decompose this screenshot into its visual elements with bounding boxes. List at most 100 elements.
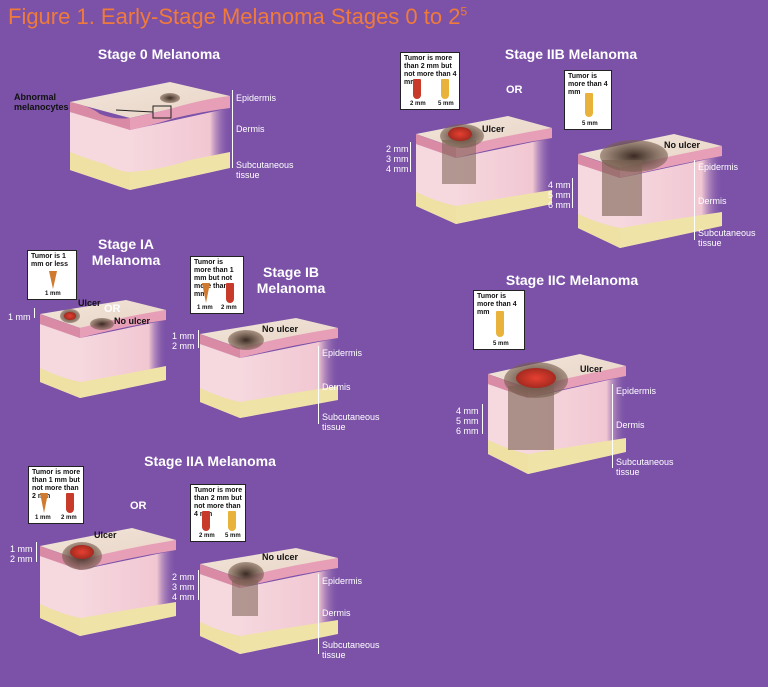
stage2b-ulcer-label: Ulcer xyxy=(482,124,505,134)
stage2c-dermis-label: Dermis xyxy=(616,420,645,430)
stage2c-depth3-label: 6 mm xyxy=(456,426,479,436)
stage2b-depth-b1-label: 4 mm xyxy=(548,180,571,190)
stage2b-inset1-m2: 5 mm xyxy=(438,101,454,107)
stage1b-inset: Tumor is more than 1 mm but not more tha… xyxy=(190,256,244,314)
stage2c-inset-text: Tumor is more than 4 mm xyxy=(477,293,517,316)
stage0-bracket xyxy=(232,90,233,168)
stage1b-inset-tumor-icon-2 xyxy=(226,283,234,303)
stage2b-or-label: OR xyxy=(506,84,523,96)
stage2a-layer-bracket xyxy=(318,574,319,654)
figure-title-superscript: 5 xyxy=(460,4,468,19)
stage2c-title: Stage IIC Melanoma xyxy=(505,272,639,288)
stage2a-subcutaneous-label: Subcutaneous tissue xyxy=(322,640,380,660)
stage1b-depth-bracket xyxy=(198,330,199,348)
stage1b-inset-text: Tumor is more than 1 mm but not more tha… xyxy=(194,259,234,298)
stage2a-inset2-tumor-icon-2 xyxy=(228,511,236,531)
stage2a-depth-b2-label: 3 mm xyxy=(172,582,195,592)
stage2b-inset1-text: Tumor is more than 2 mm but not more tha… xyxy=(404,55,457,86)
stage2a-inset2-m1: 2 mm xyxy=(199,533,215,539)
stage2c-depth2-label: 5 mm xyxy=(456,416,479,426)
stage2a-inset2-m2: 5 mm xyxy=(225,533,241,539)
stage2b-inset1-tumor-icon-2 xyxy=(441,79,449,99)
stage2c-ulcer-label: Ulcer xyxy=(580,364,603,374)
stage2a-depth-bracket-2 xyxy=(198,570,199,600)
stage1a-bracket xyxy=(34,308,35,318)
stage1a-inset-tumor-icon xyxy=(49,271,57,289)
stage1a-inset-m1: 1 mm xyxy=(45,291,61,297)
stage2b-inset1-m1: 2 mm xyxy=(410,101,426,107)
stage2b-inset1-tumor-icon-1 xyxy=(413,79,421,99)
stage0-epidermis-label: Epidermis xyxy=(236,93,277,103)
stage2c-subcutaneous-label: Subcutaneous tissue xyxy=(616,457,674,477)
stage1a-ulcer-label: Ulcer xyxy=(78,298,101,308)
stage1b-subcutaneous-label: Subcutaneous tissue xyxy=(322,412,380,432)
stage2a-depth1-label: 1 mm xyxy=(10,544,33,554)
stage2a-skin-block-1 xyxy=(40,528,176,636)
stage2b-layer-bracket xyxy=(694,160,695,240)
stage2a-skin-block-2 xyxy=(200,548,338,654)
stage2a-depth-bracket-1 xyxy=(36,542,37,562)
stage2b-depth1-label: 2 mm xyxy=(386,144,409,154)
stage2c-inset-tumor-icon xyxy=(496,311,504,337)
stage0-dermis-label: Dermis xyxy=(236,124,265,134)
stage0-skin-block xyxy=(70,82,230,190)
stage2a-inset1-tumor-icon-2 xyxy=(66,493,74,513)
stage1b-title: Stage IB Melanoma xyxy=(256,264,326,296)
stage2c-inset-m1: 5 mm xyxy=(493,341,509,347)
stage1a-no-ulcer-label: No ulcer xyxy=(114,316,151,326)
stage2b-dermis-label: Dermis xyxy=(698,196,727,206)
stage1b-depth1-label: 1 mm xyxy=(172,331,195,341)
stage2b-skin-block-2 xyxy=(578,134,722,248)
stage2b-inset2-m1: 5 mm xyxy=(582,121,598,127)
stage2b-inset1: Tumor is more than 2 mm but not more tha… xyxy=(400,52,460,110)
stage2c-epidermis-label: Epidermis xyxy=(616,386,657,396)
stage2a-title: Stage IIA Melanoma xyxy=(144,453,276,469)
stage2b-no-ulcer-label: No ulcer xyxy=(664,140,701,150)
stage2c-layer-bracket xyxy=(612,384,613,468)
stage2a-depth2-label: 2 mm xyxy=(10,554,33,564)
stage2b-epidermis-label: Epidermis xyxy=(698,162,739,172)
stage2a-epidermis-label: Epidermis xyxy=(322,576,363,586)
stage1b-skin-block xyxy=(200,318,338,418)
stage1b-layer-bracket xyxy=(318,346,319,424)
stage2a-inset2-tumor-icon-1 xyxy=(202,511,210,531)
stage1a-depth-label: 1 mm xyxy=(8,312,31,322)
stage2c-inset: Tumor is more than 4 mm 5 mm xyxy=(473,290,525,350)
stage2c-skin-block xyxy=(488,354,626,474)
stage1b-inset-m2: 2 mm xyxy=(221,305,237,311)
stage2a-inset1-m2: 2 mm xyxy=(61,515,77,521)
stage0-subcutaneous-label: Subcutaneous tissue xyxy=(236,160,294,180)
stage0-title: Stage 0 Melanoma xyxy=(97,46,221,62)
stage2b-title: Stage IIB Melanoma xyxy=(504,46,638,62)
stage2a-no-ulcer-label: No ulcer xyxy=(262,552,299,562)
stage2a-inset1: Tumor is more than 1 mm but not more tha… xyxy=(28,466,84,524)
stage1b-inset-m1: 1 mm xyxy=(197,305,213,311)
stage2a-depth-b3-label: 4 mm xyxy=(172,592,195,602)
stage2b-depth3-label: 4 mm xyxy=(386,164,409,174)
stage1a-inset-text: Tumor is 1 mm or less xyxy=(31,253,68,268)
stage2a-inset1-tumor-icon-1 xyxy=(40,493,48,513)
stage2b-depth-b2-label: 5 mm xyxy=(548,190,571,200)
stage2a-dermis-label: Dermis xyxy=(322,608,351,618)
stage1b-no-ulcer-label: No ulcer xyxy=(262,324,299,334)
stage2a-inset1-m1: 1 mm xyxy=(35,515,51,521)
stage2a-ulcer-label: Ulcer xyxy=(94,530,117,540)
stage0-abnormal-label: Abnormal melanocytes xyxy=(14,92,69,112)
stage2b-subcutaneous-label: Subcutaneous tissue xyxy=(698,228,756,248)
stage1b-inset-tumor-icon-1 xyxy=(202,283,210,303)
stage2b-depth-bracket-1 xyxy=(410,142,411,172)
stage2a-inset2: Tumor is more than 2 mm but not more tha… xyxy=(190,484,246,542)
stage2b-skin-block-1 xyxy=(416,116,552,224)
figure-title: Figure 1. Early-Stage Melanoma Stages 0 … xyxy=(8,4,468,29)
stage1a-skin-block xyxy=(40,300,166,398)
stage1a-or-label: OR xyxy=(104,303,121,315)
stage2b-inset2-text: Tumor is more than 4 mm xyxy=(568,73,608,96)
stage1b-dermis-label: Dermis xyxy=(322,382,351,392)
stage2b-depth-bracket-2 xyxy=(572,178,573,208)
stage2c-depth1-label: 4 mm xyxy=(456,406,479,416)
stage2c-depth-bracket xyxy=(482,404,483,434)
stage1b-depth2-label: 2 mm xyxy=(172,341,195,351)
stage2a-depth-b1-label: 2 mm xyxy=(172,572,195,582)
stage1a-inset: Tumor is 1 mm or less 1 mm xyxy=(27,250,77,300)
stage1a-title: Stage IA Melanoma xyxy=(91,236,161,268)
